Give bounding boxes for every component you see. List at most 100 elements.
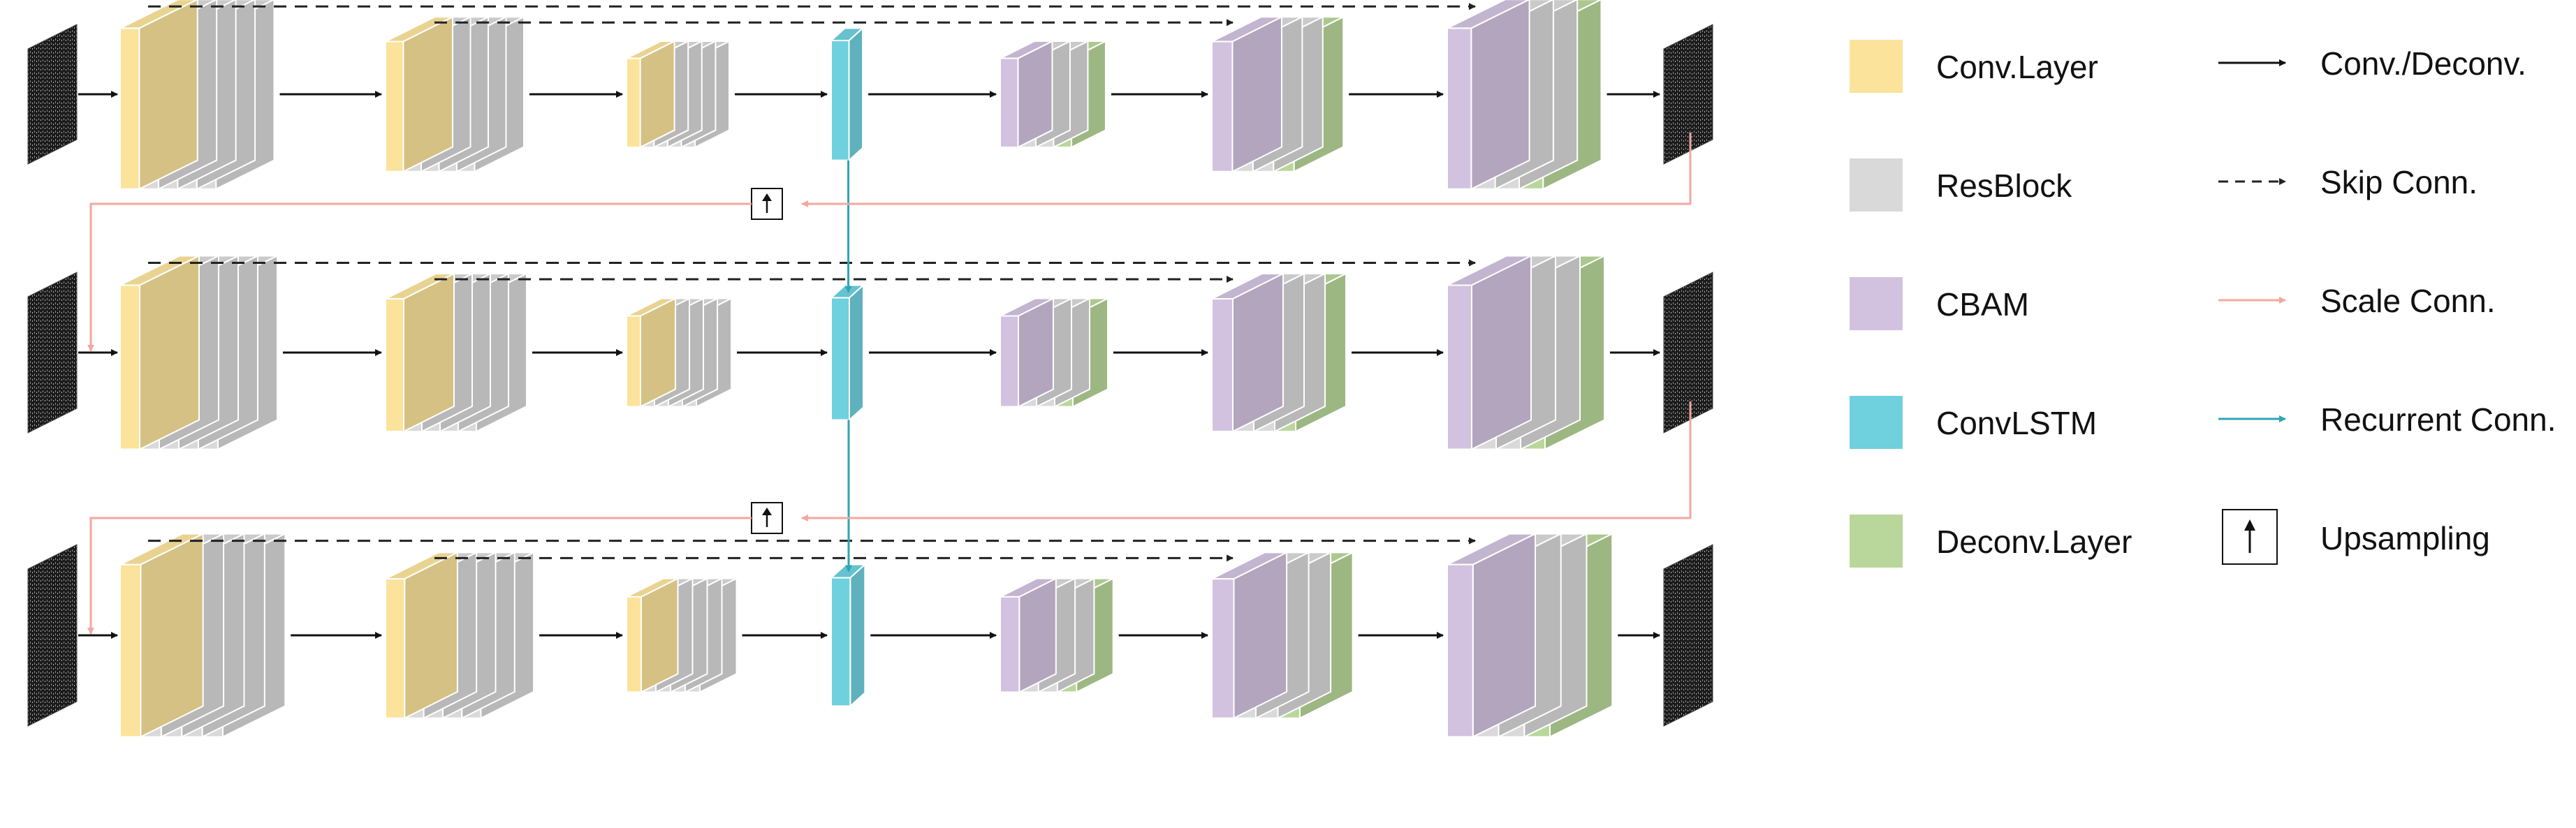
layer-cbam-side (1018, 297, 1054, 408)
output-image-scale-2 (1663, 272, 1713, 434)
layer-convlstm-side (849, 283, 864, 422)
legend-item-conv-layer: Conv.Layer (1850, 40, 2098, 93)
input-image-scale-3 (27, 544, 78, 727)
upsampling-icon (751, 502, 783, 534)
input-image-scale-1 (27, 24, 78, 165)
output-image-scale-1 (1663, 24, 1713, 165)
block-enc2 (385, 15, 525, 173)
legend-item-convlstm: ConvLSTM (1850, 396, 2097, 449)
legend-label: Upsampling (2320, 520, 2490, 556)
block-enc1 (119, 0, 275, 191)
legend-conn-skip: Skip Conn. (2218, 164, 2478, 200)
layer-conv-layer-side (640, 297, 676, 408)
layer-conv-layer-side (139, 254, 200, 451)
layer-cbam-side (1018, 577, 1057, 693)
block-dec1 (1447, 532, 1613, 739)
block-dec3 (1000, 297, 1108, 408)
block-lstm (829, 27, 865, 162)
layer-conv-layer-side (639, 40, 675, 149)
legend-swatch (1850, 277, 1903, 330)
layer-conv-layer-front (626, 315, 641, 408)
layer-convlstm-front (830, 577, 851, 707)
legend-label: Conv.Layer (1936, 49, 2098, 85)
legend-conn-recurrent: Recurrent Conn. (2218, 401, 2556, 438)
legend-swatch (1850, 396, 1903, 449)
block-lstm (829, 563, 867, 708)
layer-cbam-front (1000, 315, 1019, 408)
layer-convlstm-side (848, 27, 864, 162)
legend-item-cbam: CBAM (1850, 277, 2029, 330)
upsampling-icon (751, 188, 783, 220)
layer-cbam-front (1211, 578, 1235, 719)
block-dec3 (1000, 40, 1106, 149)
layer-convlstm-front (830, 40, 850, 161)
block-enc2 (385, 272, 527, 433)
block-enc1 (119, 254, 278, 451)
block-enc2 (385, 551, 535, 720)
legend-item-resblock: ResBlock (1850, 158, 2072, 212)
layer-conv-layer-side (138, 0, 198, 191)
legend-conn-scale: Scale Conn. (2218, 283, 2496, 319)
legend-conn-upsample: Upsampling (2222, 509, 2490, 565)
layer-cbam-side (1232, 272, 1284, 433)
block-dec2 (1211, 272, 1347, 433)
layer-cbam-side (1472, 532, 1536, 739)
legend-label: Scale Conn. (2320, 283, 2496, 319)
layer-cbam-side (1233, 551, 1288, 720)
legend-swatch (1850, 515, 1903, 568)
block-enc3 (626, 577, 738, 693)
scale-arrow (801, 401, 1692, 522)
block-dec1 (1447, 0, 1602, 191)
layer-conv-layer-front (385, 40, 404, 172)
layer-convlstm-side (849, 563, 866, 708)
legend-label: Conv./Deconv. (2320, 45, 2526, 82)
legend-label: Recurrent Conn. (2320, 401, 2556, 438)
layer-cbam-front (1447, 284, 1472, 450)
block-lstm (829, 283, 865, 422)
layer-cbam-side (1231, 15, 1282, 173)
output-image-scale-3 (1663, 544, 1713, 727)
layer-cbam-side (1470, 0, 1530, 191)
network-diagram (27, 0, 1713, 739)
block-enc3 (626, 40, 730, 149)
block-enc3 (626, 297, 732, 408)
scale-arrow (87, 202, 752, 352)
legend-label: CBAM (1936, 286, 2029, 323)
scale-arrow (87, 517, 752, 635)
layer-conv-layer-front (385, 578, 406, 719)
layer-conv-layer-side (404, 551, 458, 720)
layer-conv-layer-front (119, 563, 142, 738)
layer-cbam-front (1211, 298, 1234, 432)
legend-swatch (1850, 158, 1903, 212)
layer-cbam-side (1017, 40, 1053, 149)
input-image-scale-2 (27, 272, 78, 434)
legend-label: Deconv.Layer (1936, 524, 2132, 560)
block-enc1 (119, 532, 286, 739)
layer-convlstm-front (830, 297, 850, 421)
legend-item-deconv-layer: Deconv.Layer (1850, 515, 2132, 568)
layer-conv-layer-side (641, 577, 679, 693)
block-dec2 (1211, 551, 1354, 720)
layer-conv-layer-side (402, 15, 454, 173)
block-dec1 (1447, 254, 1605, 451)
layer-cbam-front (1000, 57, 1019, 148)
layer-conv-layer-front (119, 284, 140, 450)
block-dec2 (1211, 15, 1345, 173)
layer-cbam-side (1471, 254, 1532, 451)
layer-conv-layer-front (626, 57, 641, 148)
legend-label: Skip Conn. (2320, 164, 2478, 200)
scale-arrow (801, 133, 1692, 207)
block-dec3 (1000, 577, 1114, 693)
layer-cbam-front (1447, 563, 1474, 738)
layer-conv-layer-front (626, 596, 642, 693)
layer-conv-layer-side (140, 532, 204, 739)
legend-swatch (1850, 40, 1903, 93)
legend-label: ResBlock (1936, 168, 2072, 204)
layer-conv-layer-front (119, 27, 140, 190)
layer-cbam-front (1211, 40, 1234, 172)
layer-conv-layer-front (385, 298, 404, 432)
layer-cbam-front (1000, 596, 1020, 693)
legend-label: ConvLSTM (1936, 405, 2097, 441)
